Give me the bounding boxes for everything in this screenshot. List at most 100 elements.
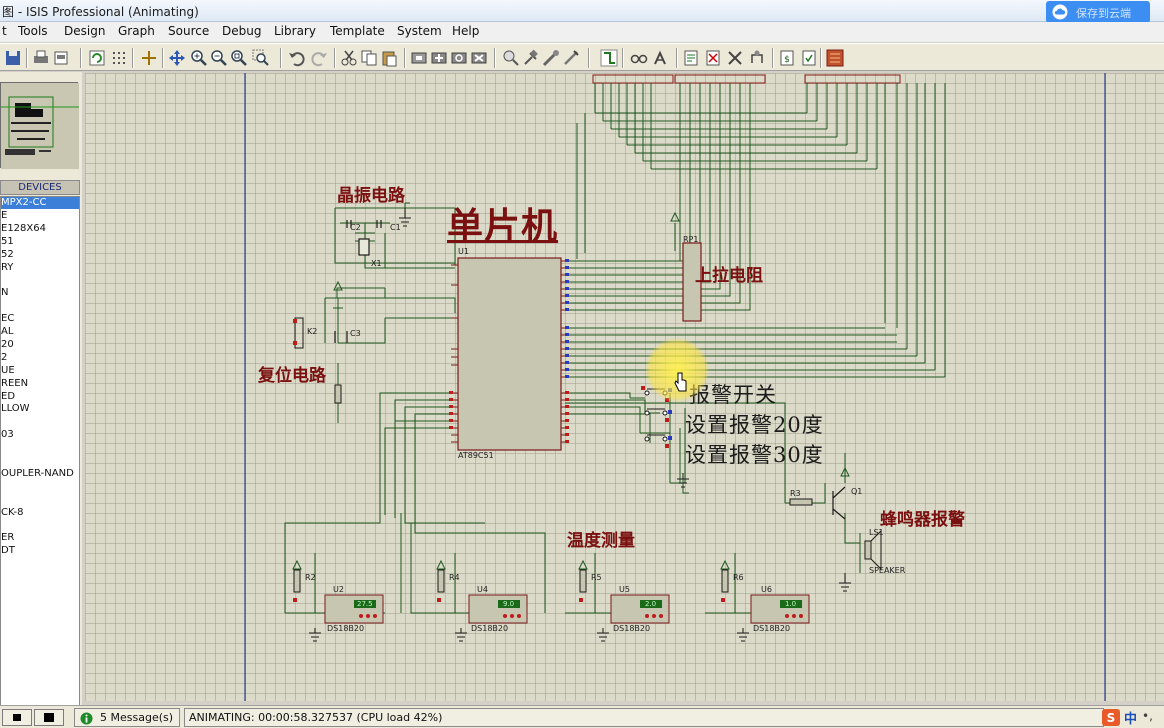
menu-design[interactable]: Design [64,24,106,38]
device-list-item[interactable]: MPX2-CC [1,197,79,209]
bill-of-materials-icon[interactable]: $ [778,49,796,67]
cut-icon[interactable] [340,49,358,67]
ref-r2[interactable]: R2 [305,573,316,582]
redo-icon[interactable] [310,49,328,67]
print-icon[interactable] [32,49,50,67]
pick-device-icon[interactable] [502,49,520,67]
menu-library[interactable]: Library [274,24,316,38]
device-list-item[interactable]: ED [1,390,16,402]
device-list-item[interactable] [1,494,79,506]
origin-icon[interactable] [140,49,158,67]
ref-c2[interactable]: C2 [350,223,361,232]
device-list-item[interactable]: LLOW [1,403,30,415]
property-assign-icon[interactable] [652,49,670,67]
wire-autoroute-icon[interactable] [600,49,618,67]
zoom-all-icon[interactable] [230,49,248,67]
device-list-item[interactable]: UE [1,364,15,376]
ref-r4[interactable]: R4 [449,573,460,582]
ref-x1[interactable]: X1 [371,259,382,268]
zoom-area-icon[interactable] [252,49,270,67]
device-list-item[interactable] [1,274,79,286]
cloud-save-button[interactable]: 保存到云端 [1046,1,1150,23]
ref-u2[interactable]: U2 [333,585,344,594]
overview-window[interactable] [0,82,79,169]
step-button[interactable] [2,709,32,726]
make-device-icon[interactable] [522,49,540,67]
menu-help[interactable]: Help [452,24,480,38]
ref-c3[interactable]: C3 [350,329,361,338]
device-list-item[interactable] [1,300,79,312]
undo-icon[interactable] [288,49,306,67]
menu-template[interactable]: Template [330,24,385,38]
device-list-item[interactable] [1,416,79,428]
stop-button[interactable] [34,709,64,726]
device-list-item[interactable]: 52 [1,248,14,260]
device-list-item[interactable]: REEN [1,377,29,389]
menu-source[interactable]: Source [168,24,210,38]
device-list-item[interactable]: AL [1,326,14,337]
new-sheet-icon[interactable] [682,49,700,67]
device-list-item[interactable]: CK-8 [1,506,24,518]
block-copy-icon[interactable] [410,49,428,67]
paste-icon[interactable] [380,49,398,67]
print-area-icon[interactable] [52,49,70,67]
zoom-in-icon[interactable] [190,49,208,67]
device-list-item[interactable]: 51 [1,235,14,247]
menu-tools[interactable]: Tools [18,24,48,38]
device-list-item[interactable]: 03 [1,429,14,441]
device-list-item[interactable]: E128X64 [1,222,46,234]
decompose-icon[interactable] [562,49,580,67]
menu-debug[interactable]: Debug [222,24,262,38]
zoom-to-child-icon[interactable] [748,49,766,67]
remove-sheet-icon[interactable] [704,49,722,67]
netlist-to-ares-icon[interactable] [826,49,844,67]
device-list-item[interactable] [1,481,79,493]
ref-r5[interactable]: R5 [591,573,602,582]
refresh-icon[interactable] [88,49,106,67]
ref-c1[interactable]: C1 [390,223,401,232]
ref-u5[interactable]: U5 [619,585,630,594]
block-move-icon[interactable] [430,49,448,67]
menu-graph[interactable]: Graph [118,24,155,38]
search-tag-icon[interactable] [630,49,648,67]
messages-box[interactable]: 5 Message(s) [74,708,180,727]
electrical-rule-check-icon[interactable] [800,49,818,67]
device-list-item[interactable]: DT [1,545,15,557]
device-list-item[interactable]: EC [1,313,15,325]
exit-to-parent-icon[interactable] [726,49,744,67]
device-list-item[interactable] [1,520,79,532]
device-list-item[interactable]: 2 [1,351,8,363]
ime-indicator[interactable]: 中 [1124,712,1138,727]
device-list-item[interactable]: RY [1,261,14,273]
block-delete-icon[interactable] [470,49,488,67]
block-rotate-icon[interactable] [450,49,468,67]
ref-r3[interactable]: R3 [790,489,801,498]
device-list-item[interactable]: E [1,209,8,221]
ref-u4[interactable]: U4 [477,585,488,594]
device-list-item[interactable]: OUPLER-NAND [1,467,74,479]
ime-punct-icon[interactable]: •, [1142,709,1153,723]
ref-r6[interactable]: R6 [733,573,744,582]
menu-edit-partial[interactable]: t [2,24,7,38]
package-tool-icon[interactable] [542,49,560,67]
save-icon[interactable] [4,49,22,67]
grid-icon[interactable] [110,49,128,67]
ref-ls1[interactable]: LS1 [869,528,884,537]
ref-rp1[interactable]: RP1 [683,235,699,244]
sogou-icon[interactable]: S [1102,709,1120,726]
device-list-item[interactable] [1,442,79,454]
zoom-out-icon[interactable] [210,49,228,67]
ref-q1[interactable]: Q1 [851,487,863,496]
ref-u1[interactable]: U1 [458,247,469,256]
device-list-item[interactable]: 20 [1,338,14,350]
ref-u6[interactable]: U6 [761,585,772,594]
device-list-item[interactable]: ER [1,532,15,544]
schematic-canvas[interactable]: 晶振电路 单片机 复位电路 上拉电阻 报警开关 设置报警20度 设置报警30度 … [85,73,1164,701]
pan-icon[interactable] [168,49,186,67]
menu-system[interactable]: System [397,24,442,38]
ref-k2[interactable]: K2 [307,327,318,336]
copy-icon[interactable] [360,49,378,67]
device-list-item[interactable] [1,455,79,467]
device-list-item[interactable]: N [1,287,9,299]
